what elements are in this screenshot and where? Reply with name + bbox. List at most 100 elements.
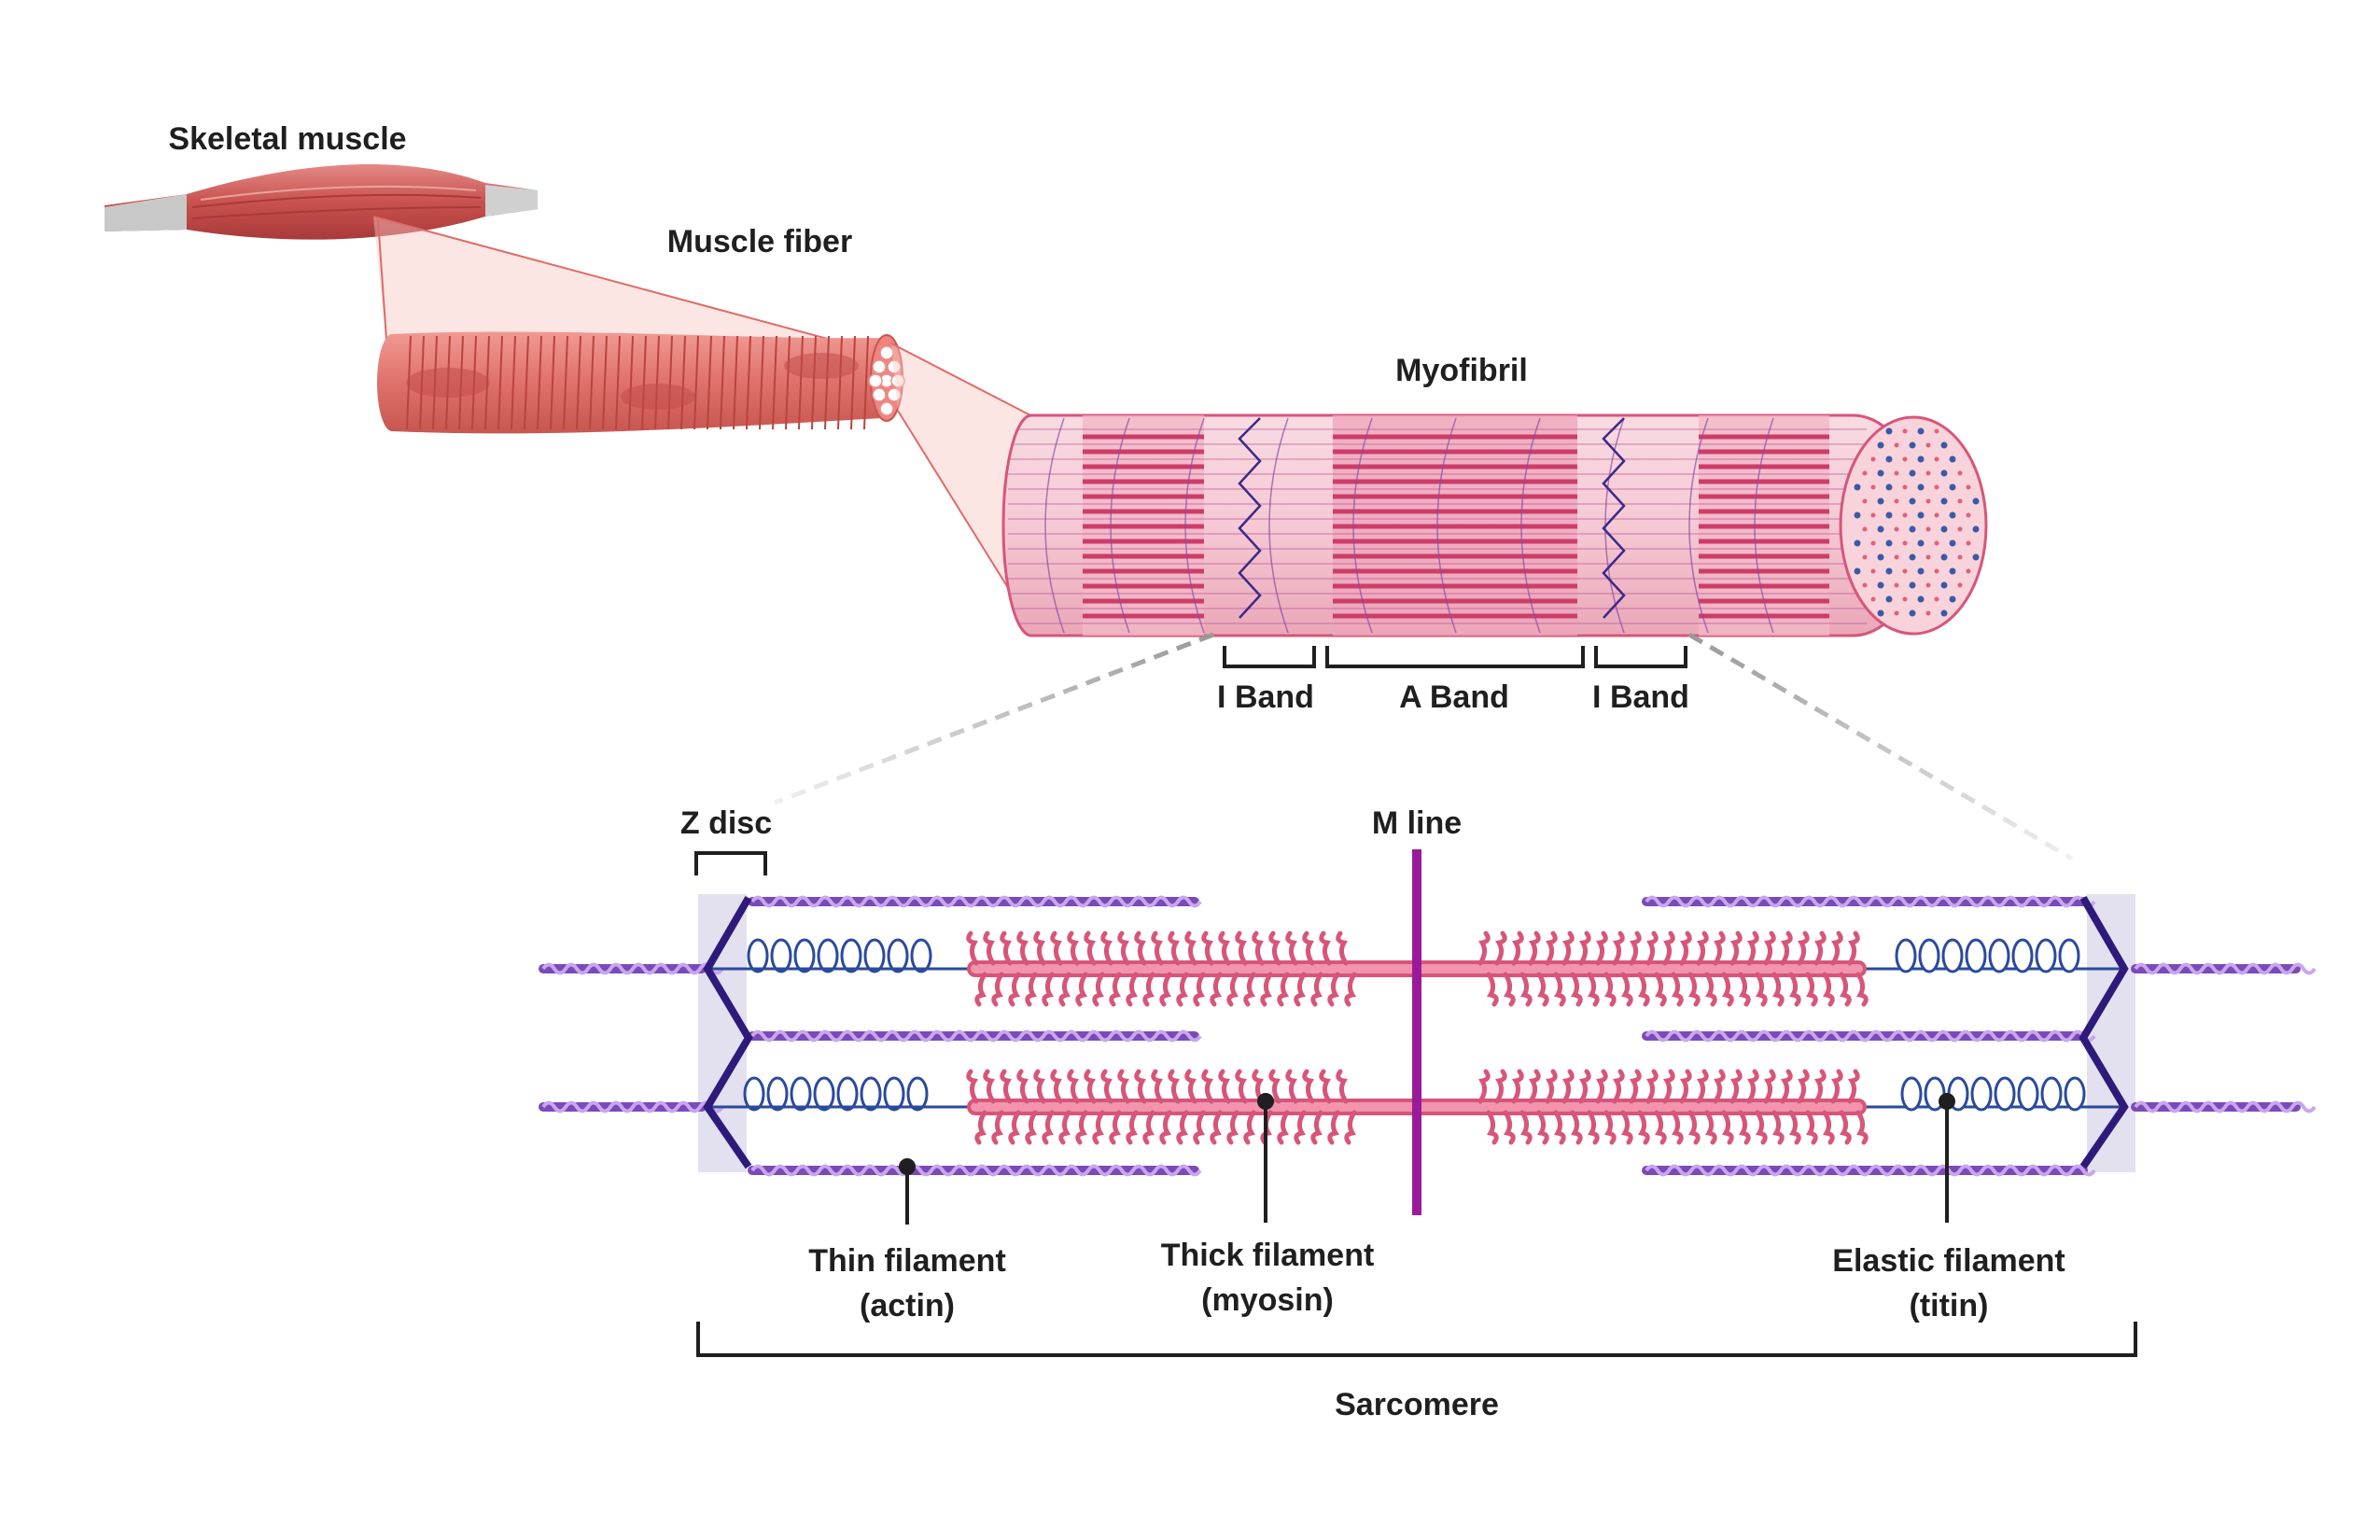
myosin-head [1595, 931, 1608, 966]
titin-coil [2011, 938, 2034, 973]
cross-section-dot [1957, 498, 1963, 504]
titin-coil [860, 1076, 882, 1112]
myosin-head [983, 1069, 996, 1104]
myosin-head [1645, 931, 1659, 966]
cross-section-dot [1894, 442, 1899, 448]
actin-twist [2134, 962, 2317, 975]
myosin-head [1294, 1110, 1307, 1145]
fiber-striation [615, 335, 621, 430]
myofibril-bundle-end [887, 387, 902, 402]
fiber-striation [537, 335, 542, 430]
myosin-head [1319, 931, 1332, 966]
cross-section-dot [1957, 470, 1963, 476]
titin-coil [2064, 1076, 2086, 1112]
titin-coil [770, 938, 792, 973]
myosin-head [1587, 972, 1600, 1007]
myosin-head [1302, 1069, 1315, 1104]
pointers [899, 1093, 1955, 1225]
myosin-head [1797, 1069, 1810, 1104]
myosin-head [1797, 931, 1810, 966]
myosin-head [1277, 972, 1290, 1007]
myosin-head [1679, 1069, 1692, 1104]
cross-section-dot [1972, 497, 1980, 505]
cross-section-dot [1940, 609, 1948, 617]
myosin-head [1168, 931, 1181, 966]
myosin-head [1729, 931, 1743, 966]
myosin-head [1612, 931, 1625, 966]
myosin-head [1319, 1069, 1332, 1104]
myosin-head [1277, 1110, 1290, 1145]
label-elastic-filament: Elastic filament [1832, 1243, 2065, 1279]
actin-twist [1645, 895, 2096, 908]
myosin-head [1494, 1069, 1507, 1104]
myosin-head [1847, 1069, 1860, 1104]
myosin-head [1033, 931, 1046, 966]
cross-section-dot [1862, 470, 1868, 476]
myofibril-arc [1044, 417, 1065, 634]
cross-section-dot [1940, 441, 1948, 449]
myosin-head [1268, 931, 1281, 966]
myofibril-bundle-end [890, 373, 905, 388]
myosin-head [1327, 1110, 1340, 1145]
cross-section-dot [1940, 469, 1948, 477]
myosin-head [1704, 972, 1717, 1007]
titin-coil [2040, 1076, 2063, 1112]
myosin-head [1536, 972, 1549, 1007]
zoom-line [377, 218, 388, 354]
myosin-head [1252, 1069, 1265, 1104]
cross-section-dot [1877, 441, 1884, 449]
titin-coil [887, 938, 909, 973]
myosin-head [1193, 972, 1206, 1007]
myosin-head [1218, 931, 1231, 966]
myosin-head [1805, 1110, 1818, 1145]
cross-section-dot [1917, 567, 1925, 575]
cross-section-dot [1909, 609, 1916, 617]
cross-section-dot [1917, 511, 1925, 519]
cross-section-dot [1934, 540, 1939, 546]
fiber-striation [641, 335, 647, 430]
fiber-striation [798, 335, 804, 430]
myosin-head [1637, 972, 1650, 1007]
myosin-head [1494, 931, 1507, 966]
titin-coil [766, 1076, 789, 1112]
cross-section-dot [1870, 568, 1876, 574]
cross-section-dot [1966, 568, 1971, 574]
myosin-head [1847, 931, 1860, 966]
myosin-head [1218, 1069, 1231, 1104]
myosin-head [1252, 931, 1265, 966]
cross-section-dot [1934, 428, 1939, 434]
fiber-striation [759, 335, 764, 430]
myosin-head [1310, 972, 1323, 1007]
label-myofibril: Myofibril [1395, 353, 1528, 388]
myofibril-arc [1520, 417, 1541, 634]
myosin-head [1226, 1110, 1239, 1145]
myosin-head [1671, 1110, 1684, 1145]
myosin-head [1570, 1110, 1583, 1145]
myosin-head [1210, 972, 1223, 1007]
cross-section-dot [1949, 455, 1956, 463]
myosin-head [1294, 972, 1307, 1007]
titin-coil [2058, 938, 2080, 973]
titin-coil [1895, 938, 1917, 973]
myosin-head [1100, 931, 1113, 966]
cross-section-dot [1885, 539, 1893, 547]
label-thick-filament-sub: (myosin) [1201, 1282, 1334, 1318]
myosin-head [1042, 972, 1055, 1007]
myosin-head [1243, 1110, 1256, 1145]
titin-coil [883, 1076, 905, 1112]
myosin-head [1016, 1069, 1029, 1104]
titin-coil [1918, 938, 1940, 973]
myosin-head [1545, 1069, 1558, 1104]
myosin-head [1536, 1110, 1549, 1145]
myofibril-bundle-end [887, 359, 902, 374]
cross-section-dot [1877, 525, 1884, 533]
cross-section-dot [1925, 554, 1931, 560]
myosin-head [1671, 972, 1684, 1007]
cross-section-dot [1854, 511, 1861, 519]
myosin-head [1344, 1110, 1357, 1145]
titin-coil [2035, 938, 2057, 973]
myosin-head [1503, 972, 1516, 1007]
titin-coil [1941, 938, 1964, 973]
myosin-head [1729, 1069, 1743, 1104]
myosin-head [1008, 972, 1021, 1007]
